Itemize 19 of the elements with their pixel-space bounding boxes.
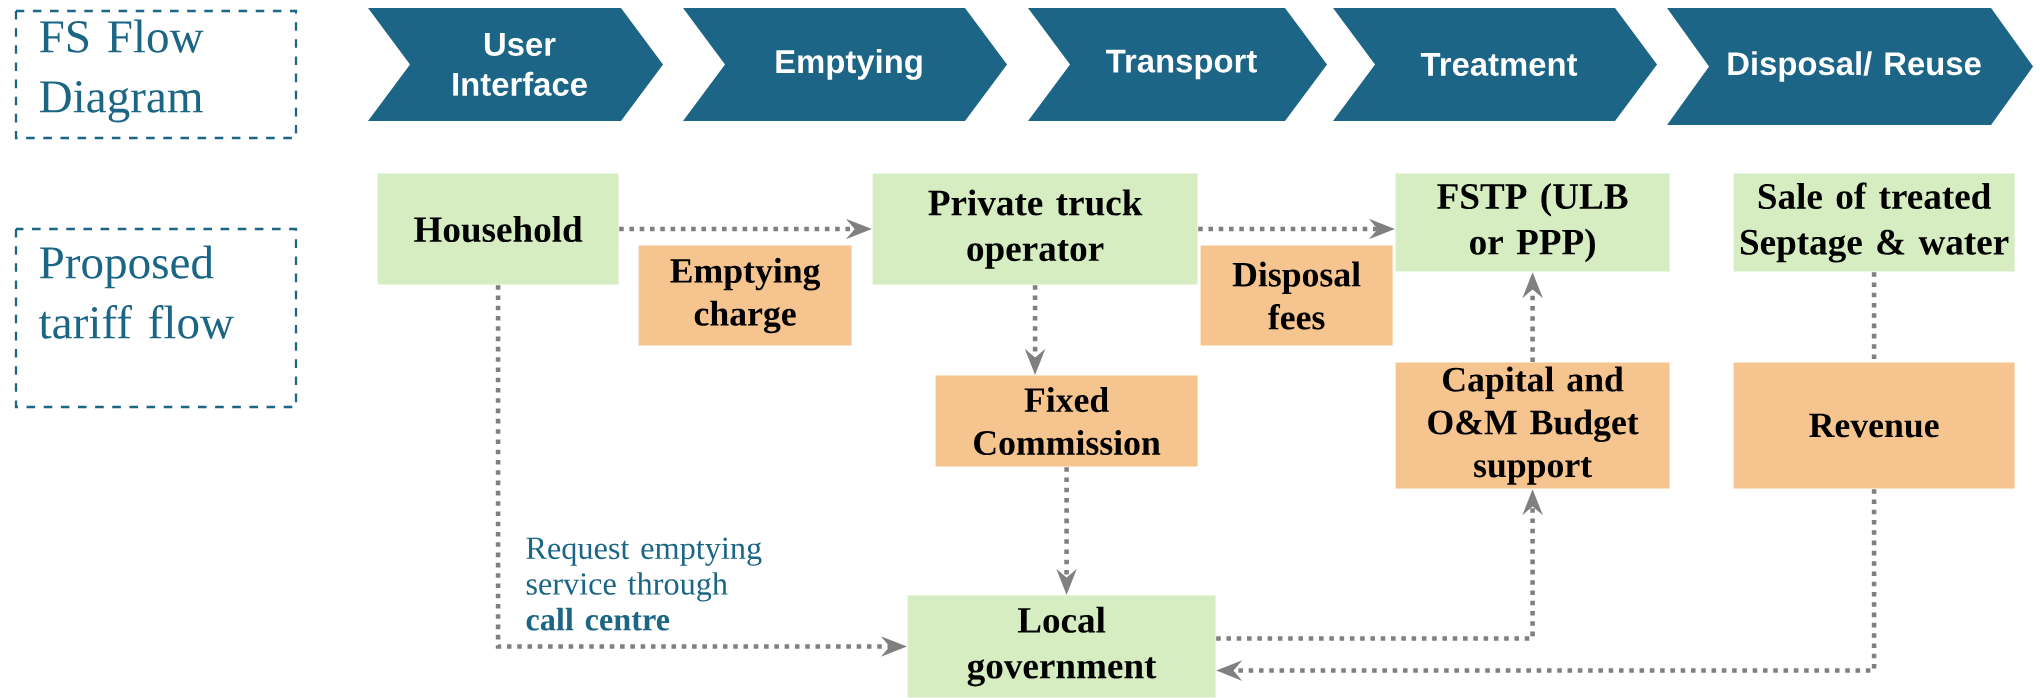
payment-box: Fixed Commission (935, 375, 1198, 467)
edge-label: Request emptying service through call centre (522, 534, 786, 634)
payment-box: Disposal fees (1200, 245, 1393, 346)
connector-line (1871, 272, 1877, 362)
payment-box: Capital and O&M Budget support (1395, 362, 1670, 489)
stage-banner: Treatment (1333, 8, 1658, 121)
process-box: Private truck operator (872, 173, 1198, 285)
stage-banner: User Interface (368, 8, 663, 121)
dashed-label-box: FS Flow Diagram (14, 9, 298, 140)
payment-box: Emptying charge (638, 245, 852, 346)
stage-banner: Transport (1028, 8, 1328, 121)
dashed-label-box: Proposed tariff flow (14, 227, 298, 409)
payment-box: Revenue (1733, 362, 2015, 489)
process-box: FSTP (ULB or PPP) (1395, 173, 1670, 272)
process-box: Sale of treated Septage & water (1733, 173, 2015, 272)
process-box: Household (377, 173, 619, 285)
process-box: Local government (907, 595, 1216, 698)
stage-banner: Emptying (683, 8, 1007, 121)
stage-banner: Disposal/ Reuse (1667, 8, 2034, 125)
